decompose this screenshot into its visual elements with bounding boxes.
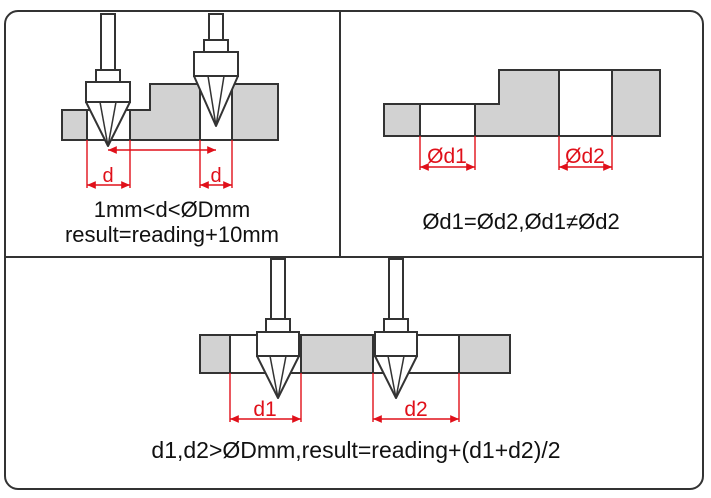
- panel-top-left: d d 1mm<d<ØDmm result=reading+10mm: [61, 13, 279, 247]
- dimension-label-od1: Ød1: [427, 145, 467, 168]
- panel-top-right: Ød1 Ød2 Ød1=Ød2,Ød1≠Ød2: [383, 69, 661, 234]
- dimension-label-od2: Ød2: [565, 145, 605, 168]
- caption-top-left-line1: 1mm<d<ØDmm: [94, 197, 250, 222]
- caption-top-left-line2: result=reading+10mm: [65, 222, 279, 247]
- dimension-label-d-right: d: [210, 165, 221, 187]
- outer-frame: [4, 10, 704, 490]
- panel-bottom: d1 d2 d1,d2>ØDmm,result=reading+(d1+d2)/…: [151, 258, 561, 463]
- hole-d2: [558, 69, 613, 137]
- probe-bottom-right: [374, 258, 418, 399]
- dimension-label-d2: d2: [404, 398, 427, 421]
- caption-top-right: Ød1=Ød2,Ød1≠Ød2: [422, 209, 619, 234]
- dimension-lines-bottom: [229, 373, 460, 423]
- probe-bottom-left: [256, 258, 300, 399]
- caption-bottom: d1,d2>ØDmm,result=reading+(d1+d2)/2: [151, 437, 560, 463]
- probe-right: [193, 13, 239, 127]
- hole-d1: [419, 103, 476, 137]
- dimension-lines-top-right: [419, 136, 613, 171]
- dimension-label-d1: d1: [253, 398, 276, 421]
- probe-left: [85, 13, 131, 147]
- dimension-lines-top-left: [86, 140, 233, 189]
- dimension-label-d-left: d: [102, 165, 113, 187]
